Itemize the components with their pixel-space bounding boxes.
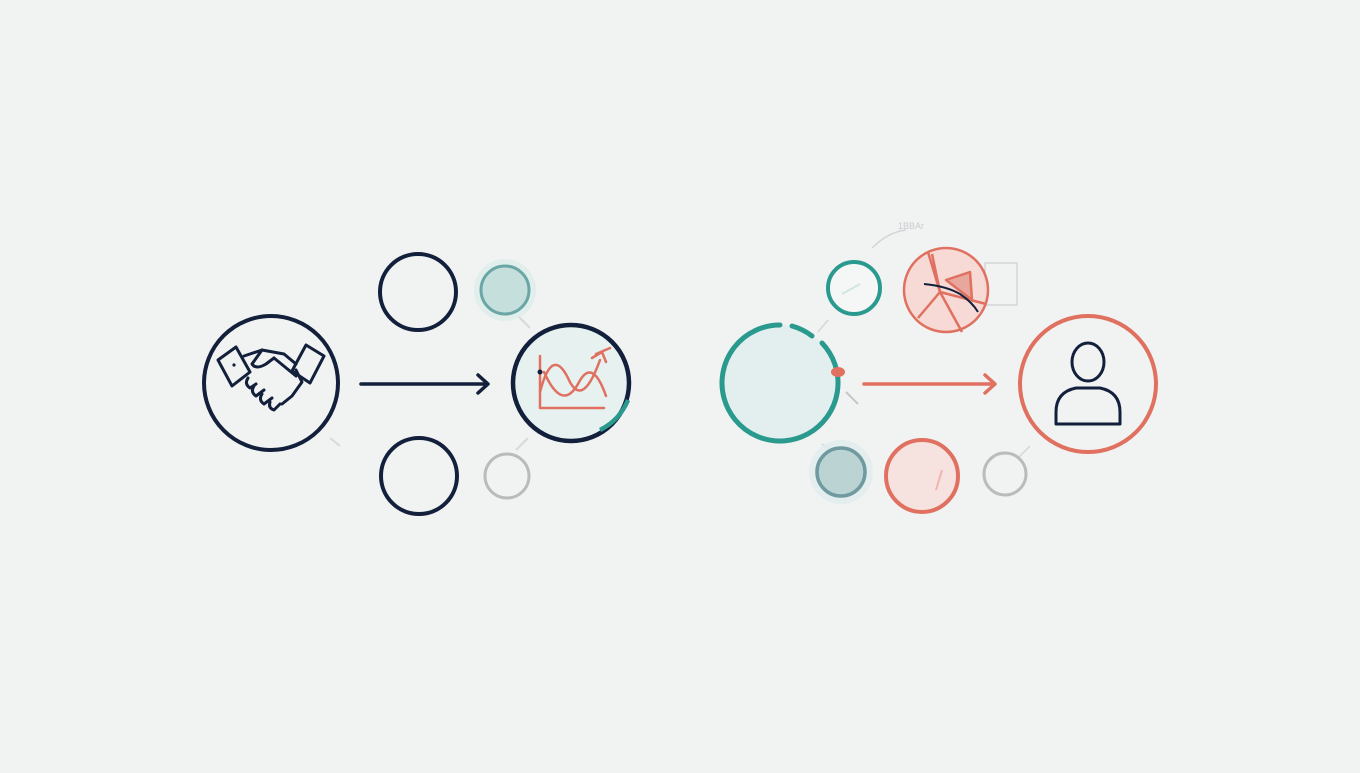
coral-ring-fill <box>886 440 958 512</box>
satellite-ring-bottom-left <box>379 436 459 516</box>
faint-caption: 1BBAr <box>898 221 924 231</box>
user-node <box>1018 314 1158 454</box>
satellite-grey-ring <box>483 452 531 500</box>
teal-source-coral-dot <box>831 367 845 377</box>
satellite-grey-ring-right <box>982 451 1028 497</box>
faint-connector <box>515 437 529 451</box>
faint-connector <box>329 437 341 447</box>
wave-chart-node-teal-arc <box>598 399 631 433</box>
satellite-teal-filled-ring <box>474 259 536 321</box>
satellite-coral-ring <box>884 438 960 514</box>
satellite-ring-top-left <box>378 252 458 332</box>
satellite-teal-ring <box>826 260 882 316</box>
faint-connector <box>845 391 859 405</box>
handshake-icon <box>216 343 326 412</box>
pie-chart-ring <box>902 246 990 334</box>
left-arrow-head <box>476 373 490 395</box>
handshake-node-ring <box>202 314 340 452</box>
teal-ring-inner-mark <box>841 283 861 295</box>
teal-source-node <box>719 322 845 444</box>
right-cluster: 1BBAr <box>719 221 1158 514</box>
teal-source-fill <box>722 325 838 441</box>
satellite-grey-blue-filled-ring <box>809 440 873 504</box>
faint-connector <box>1017 445 1031 459</box>
wave-chart-node <box>510 322 632 444</box>
faint-connector <box>817 319 829 333</box>
user-node-ring <box>1018 314 1158 454</box>
coral-ring-inner-mark <box>935 469 943 491</box>
teal-source-ring <box>719 322 841 444</box>
grey-blue-filled-ring <box>815 446 867 498</box>
left-faint-connectors <box>329 315 531 451</box>
user-icon <box>1054 341 1122 426</box>
right-arrow-head <box>983 373 997 395</box>
pie-chart-navy-line <box>923 283 979 313</box>
coral-ring <box>884 438 960 514</box>
left-cluster <box>202 252 632 516</box>
wave-chart-node-ring-arc <box>570 322 632 384</box>
teal-source-ring-gap-arc <box>789 323 815 339</box>
teal-filled-ring <box>479 264 531 316</box>
pie-chart-node <box>902 246 990 334</box>
faint-frame <box>984 262 1018 306</box>
wave-chart-icon <box>537 346 612 410</box>
handshake-node <box>202 314 340 452</box>
faint-connector <box>517 315 531 329</box>
faint-curve <box>871 229 907 249</box>
